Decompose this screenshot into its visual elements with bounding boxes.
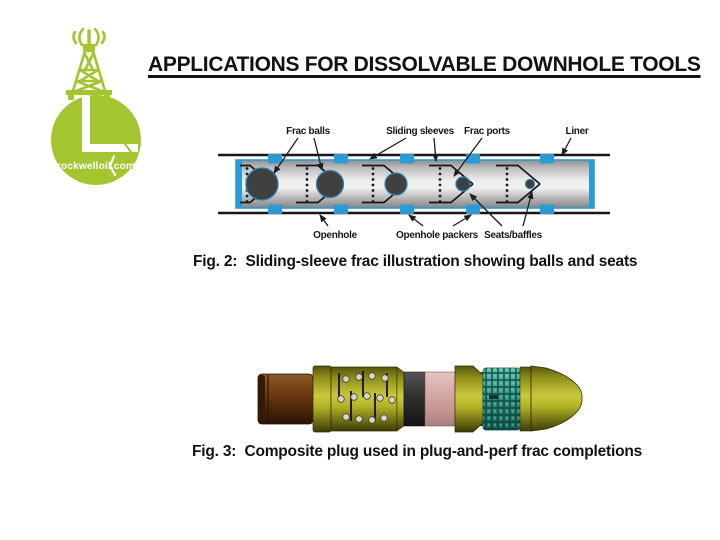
frac-ball-3 bbox=[384, 172, 408, 196]
logo-domain-text: rockwelloil.com bbox=[57, 161, 135, 172]
label-openhole-packers: Openhole packers bbox=[396, 230, 479, 241]
slide-title: APPLICATIONS FOR DISSOLVABLE DOWNHOLE TO… bbox=[148, 53, 701, 76]
gusher-spray-icon bbox=[72, 27, 106, 47]
plug-ring-dark bbox=[403, 371, 426, 427]
composite-plug-image bbox=[257, 365, 583, 433]
plug-element-pink bbox=[424, 371, 456, 427]
label-frac-balls: Frac balls bbox=[286, 126, 330, 137]
openhole-packers-group bbox=[268, 154, 554, 214]
rockwelloil-logo: rockwelloil.com bbox=[51, 27, 141, 185]
sliding-sleeve-diagram: Frac balls Sliding sleeves Frac ports Li… bbox=[218, 126, 610, 241]
callout-arrows bbox=[273, 137, 572, 227]
plug-ring-olive-1 bbox=[312, 365, 332, 433]
plug-ring-olive-2 bbox=[454, 365, 484, 433]
label-frac-ports: Frac ports bbox=[464, 126, 511, 137]
plug-slips-teal bbox=[482, 367, 521, 431]
label-openhole: Openhole bbox=[313, 230, 357, 241]
plug-ring-olive-3 bbox=[519, 366, 532, 432]
liner-right-cap bbox=[589, 160, 594, 208]
plug-nose-brown bbox=[257, 373, 314, 425]
label-sliding-sleeves: Sliding sleeves bbox=[386, 126, 454, 137]
fracture-cracks-icon bbox=[108, 119, 133, 177]
label-liner: Liner bbox=[566, 126, 589, 137]
wellbore-path-icon bbox=[82, 96, 138, 152]
liner-left-cap bbox=[236, 160, 242, 208]
oil-derrick-icon bbox=[66, 44, 112, 100]
frac-ball-2 bbox=[315, 169, 345, 199]
plug-taper-1 bbox=[396, 366, 405, 432]
frac-ball-1 bbox=[245, 167, 279, 201]
logo-globe bbox=[51, 95, 141, 185]
label-seats-baffles: Seats/baffles bbox=[484, 230, 543, 241]
plug-slips-buttons bbox=[330, 366, 398, 432]
liner-body bbox=[235, 159, 595, 209]
frac-ball-5 bbox=[524, 178, 536, 190]
plug-end-cone bbox=[530, 365, 583, 432]
frac-ball-4 bbox=[455, 176, 471, 192]
fig2-caption: Fig. 2: Sliding-sleeve frac illustration… bbox=[193, 253, 638, 270]
frac-balls-group bbox=[245, 167, 536, 201]
fig3-caption: Fig. 3: Composite plug used in plug-and-… bbox=[192, 443, 643, 460]
